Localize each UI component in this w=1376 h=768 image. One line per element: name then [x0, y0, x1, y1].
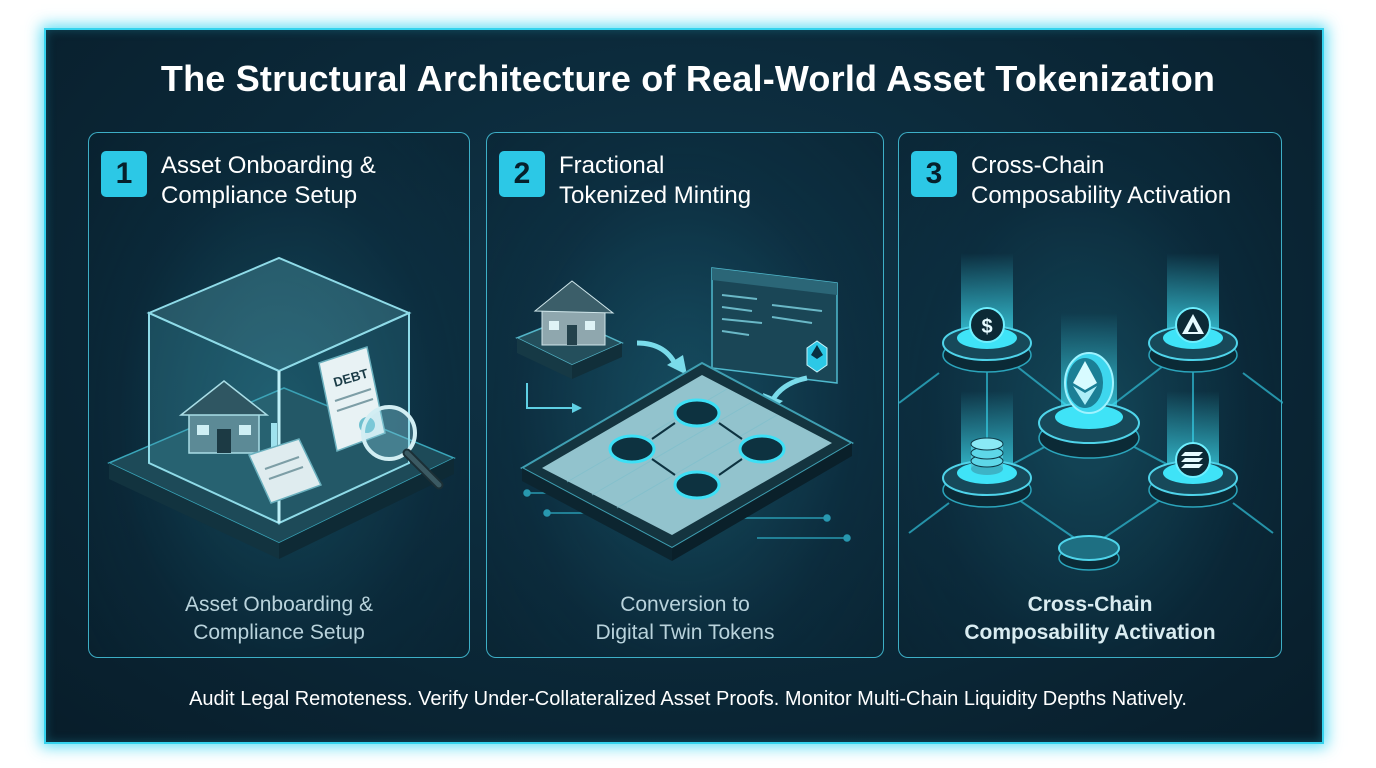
panel-heading: Fractional Tokenized Minting	[559, 152, 752, 209]
vault-illustration: DEBT	[107, 256, 456, 559]
tablet-icon	[519, 361, 855, 561]
panel-caption: Cross-Chain Composability Activation	[964, 593, 1216, 644]
document-icon: DEBT	[247, 346, 386, 504]
panel-asset-onboarding: 1 Asset Onboarding & Compliance Setup D	[88, 132, 470, 658]
minting-illustration	[515, 267, 855, 561]
code-window	[711, 267, 838, 384]
panel-tokenized-minting: 2 Fractional Tokenized Minting	[486, 132, 884, 658]
step-number-badge: 2	[499, 151, 545, 197]
panel-cross-chain: 3 Cross-Chain Composability Activation	[898, 132, 1283, 658]
footer-tagline: Audit Legal Remoteness. Verify Under-Col…	[189, 688, 1187, 710]
step-number-badge: 1	[101, 151, 147, 197]
dollar-icon: $	[942, 307, 1032, 373]
network-illustration: $	[899, 253, 1283, 571]
panel-heading: Asset Onboarding & Compliance Setup	[161, 152, 376, 209]
token-icon	[608, 398, 786, 500]
page-title: The Structural Architecture of Real-Worl…	[160, 58, 1216, 99]
solana-icon	[1148, 442, 1238, 508]
avalanche-icon	[1148, 307, 1238, 373]
step-number-badge: 3	[911, 151, 957, 197]
magnifier-icon	[361, 405, 444, 490]
house-icon	[178, 380, 270, 454]
panel-heading: Cross-Chain Composability Activation	[971, 152, 1232, 209]
coin-stack-icon	[942, 437, 1032, 508]
house-icon	[515, 280, 624, 379]
panel-caption: Asset Onboarding & Compliance Setup	[185, 593, 373, 644]
svg-text:$: $	[981, 316, 992, 338]
ethereum-icon	[1038, 352, 1140, 459]
panel-caption: Conversion to Digital Twin Tokens	[595, 593, 775, 644]
